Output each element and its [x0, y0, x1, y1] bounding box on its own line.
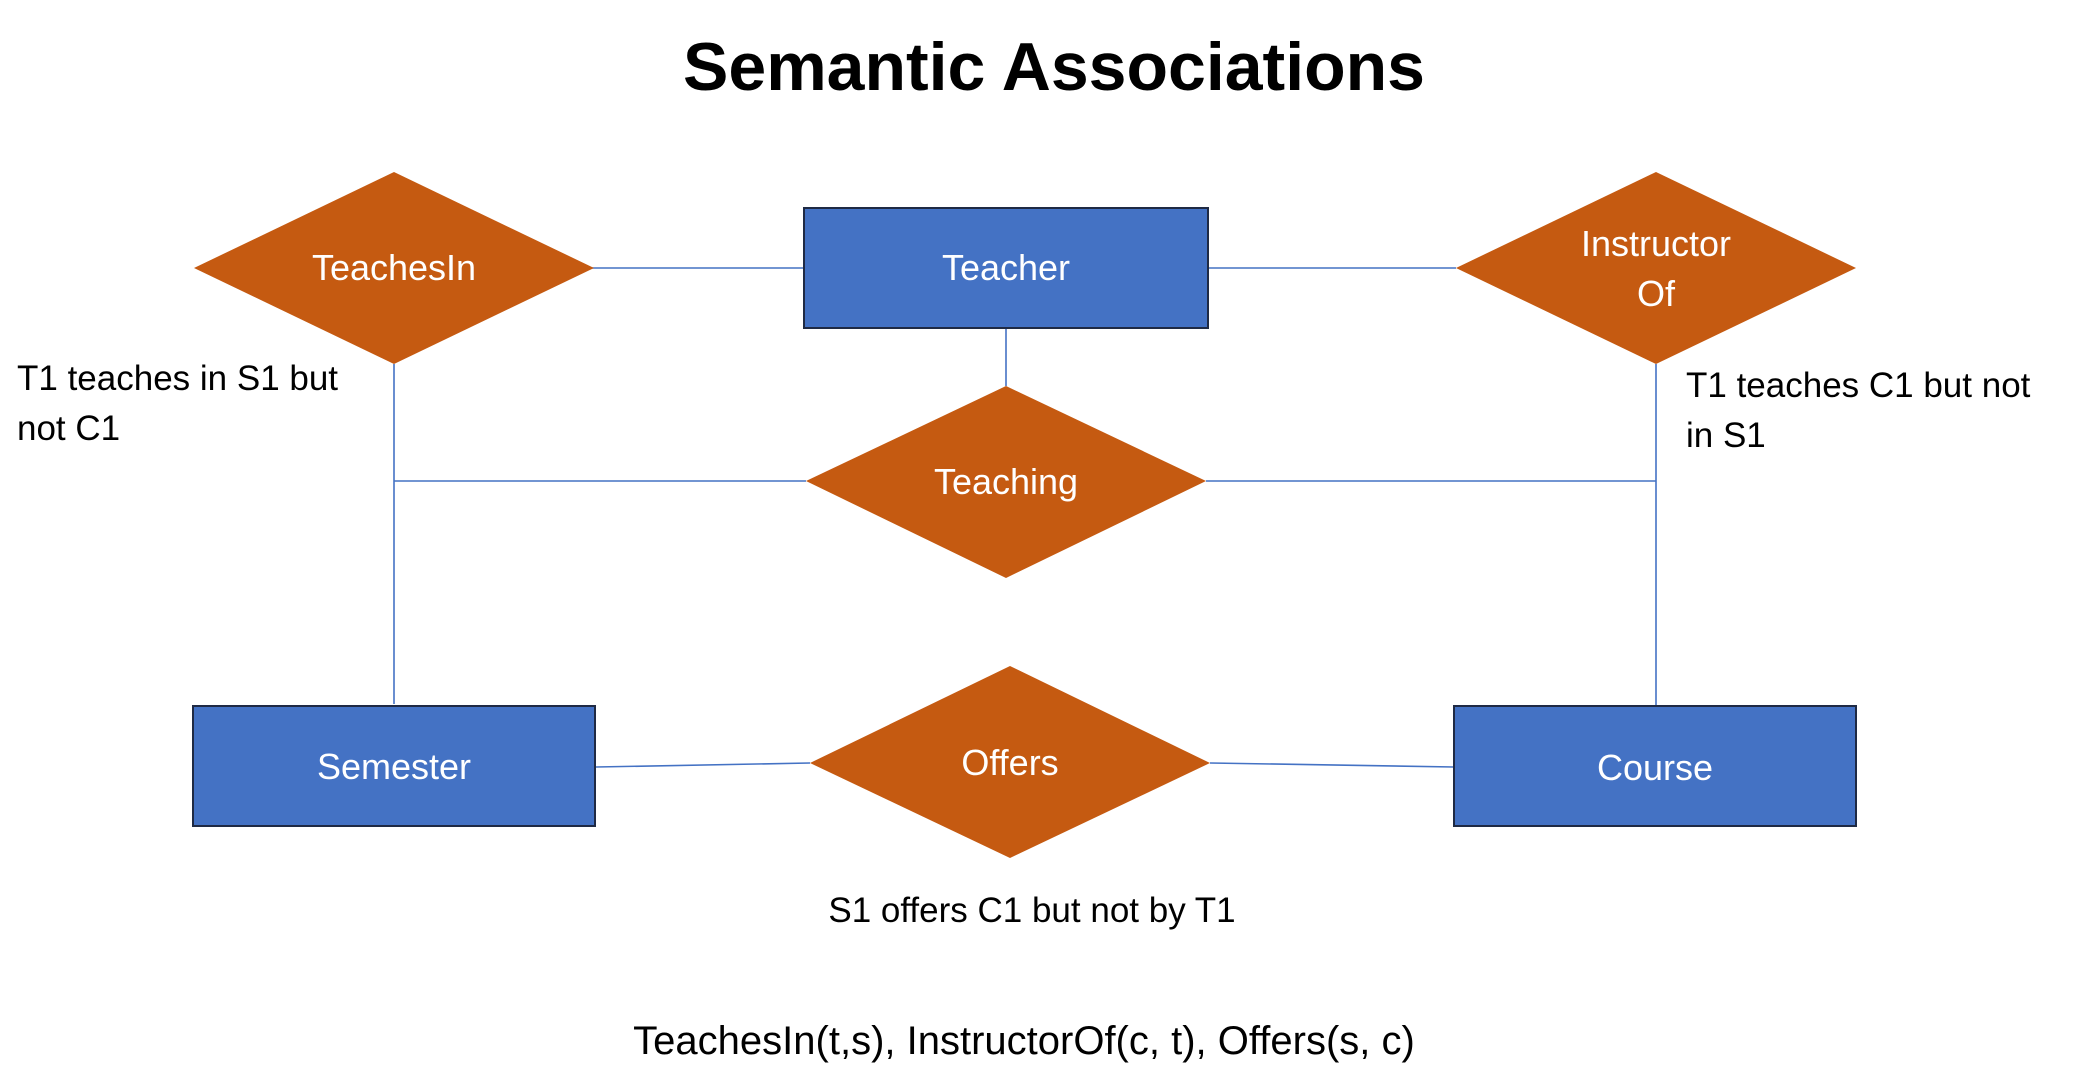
page-title: Semantic Associations — [683, 29, 1425, 105]
relationship-teaching-diamond — [806, 386, 1206, 578]
entity-teacher-label: Teacher — [942, 247, 1070, 288]
connector-semester-offers — [595, 762, 811, 768]
relationship-instructorof: Instructor Of — [1456, 172, 1856, 364]
note-teachesin-line1: T1 teaches in S1 but — [17, 359, 338, 398]
note-offers: S1 offers C1 but not by T1 — [828, 891, 1235, 930]
relationship-teachesin-diamond — [194, 172, 594, 364]
note-teachesin-line2: not C1 — [17, 409, 120, 448]
connectors — [393, 267, 1657, 768]
relationship-teaching-label: Teaching — [934, 461, 1078, 502]
relationship-offers-label: Offers — [961, 742, 1058, 783]
relationship-instructorof-diamond — [1456, 172, 1856, 364]
entity-teacher: Teacher — [803, 207, 1209, 329]
connector-offers-course — [1209, 762, 1455, 768]
relationship-offers-diamond — [810, 666, 1210, 858]
formula: TeachesIn(t,s), InstructorOf(c, t), Offe… — [633, 1019, 1415, 1063]
relationship-teachesin: TeachesIn — [194, 172, 594, 364]
entity-semester-box — [192, 705, 596, 827]
entity-course: Course — [1453, 705, 1857, 827]
entity-course-box — [1453, 705, 1857, 827]
relationship-teachesin-label: TeachesIn — [312, 247, 476, 288]
relationship-instructorof-label-line1: Instructor — [1581, 223, 1731, 264]
entity-teacher-box — [803, 207, 1209, 329]
entity-semester: Semester — [192, 705, 596, 827]
entity-course-label: Course — [1597, 747, 1713, 788]
note-instructorof-line1: T1 teaches C1 but not — [1686, 366, 2031, 405]
relationship-instructorof-label-line2: Of — [1637, 273, 1676, 314]
relationship-offers: Offers — [810, 666, 1210, 858]
note-instructorof-line2: in S1 — [1686, 416, 1766, 455]
relationship-teaching: Teaching — [806, 386, 1206, 578]
entity-semester-label: Semester — [317, 746, 471, 787]
